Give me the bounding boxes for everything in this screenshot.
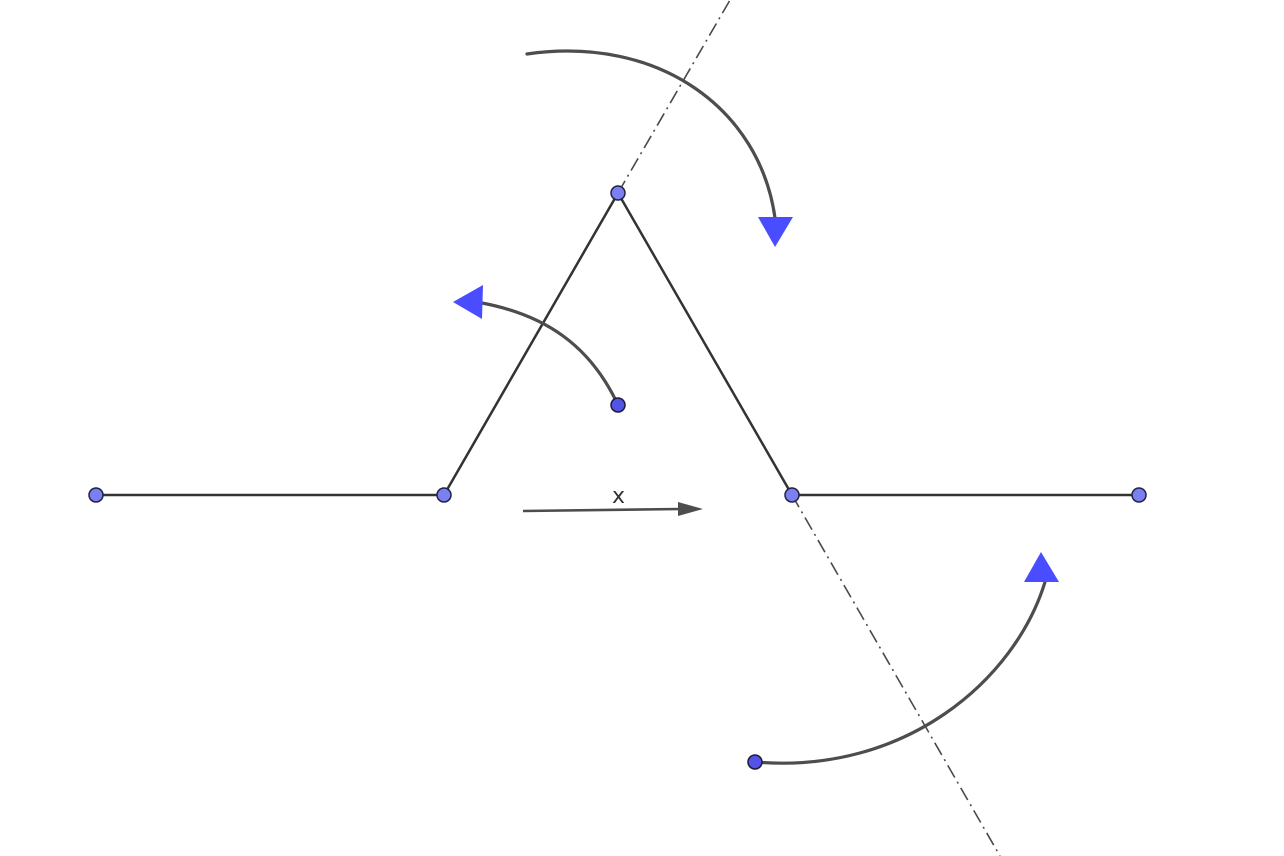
point-right-end[interactable] [1131, 487, 1147, 503]
point-rotation-center[interactable] [610, 397, 626, 413]
segment-right-slant [616, 191, 794, 497]
point-left-vertex[interactable] [436, 487, 452, 503]
axis-upper [617, 0, 731, 194]
point-left-end[interactable] [88, 487, 104, 503]
axis-lower [791, 494, 1001, 856]
curved-arrow-icon [1024, 552, 1059, 582]
arrow-right-icon [678, 502, 703, 516]
rotation-arc-bottom [753, 580, 1047, 765]
curved-arrow-icon [453, 285, 483, 319]
translation-vector [522, 507, 681, 513]
point-apex[interactable] [610, 185, 626, 201]
curved-arrow-icon [758, 217, 793, 247]
segment-left-slant [442, 191, 620, 497]
rotation-arc-middle [480, 301, 620, 407]
vector-label: x [612, 484, 625, 509]
rotation-arc-top [525, 49, 777, 220]
point-right-vertex[interactable] [784, 487, 800, 503]
point-arc-start-bottom[interactable] [747, 754, 763, 770]
